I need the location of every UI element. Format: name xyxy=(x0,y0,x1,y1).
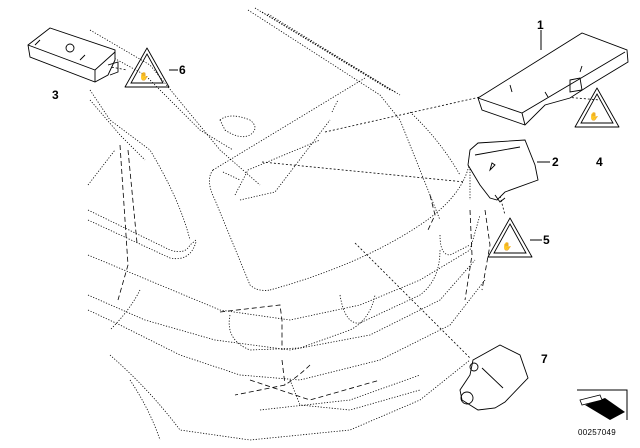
svg-text:✋: ✋ xyxy=(139,71,149,81)
part-label-5[interactable]: 5 xyxy=(543,233,550,247)
part-label-7[interactable]: 7 xyxy=(541,352,548,366)
part-label-4[interactable]: 4 xyxy=(596,155,603,169)
label-leaders xyxy=(169,30,550,241)
part-7-sensor[interactable] xyxy=(459,344,529,411)
part-1-control-unit[interactable] xyxy=(477,32,629,126)
part-label-2[interactable]: 2 xyxy=(552,155,559,169)
part-label-6[interactable]: 6 xyxy=(179,63,186,77)
svg-text:✋: ✋ xyxy=(589,111,599,121)
part-label-1[interactable]: 1 xyxy=(537,18,544,32)
document-id: 00257049 xyxy=(578,428,616,437)
part-label-3[interactable]: 3 xyxy=(52,88,59,102)
svg-text:✋: ✋ xyxy=(502,241,512,251)
car-body-outline xyxy=(87,7,486,441)
direction-arrow-icon xyxy=(577,389,628,420)
car-body-dashed xyxy=(117,144,491,401)
warning-label-4[interactable]: ✋ xyxy=(574,87,620,128)
warning-label-5[interactable]: ✋ xyxy=(487,217,533,258)
part-3-control-unit[interactable] xyxy=(27,27,119,83)
part-2-control-unit[interactable] xyxy=(467,139,539,203)
warning-label-6[interactable]: ✋ xyxy=(124,47,170,88)
